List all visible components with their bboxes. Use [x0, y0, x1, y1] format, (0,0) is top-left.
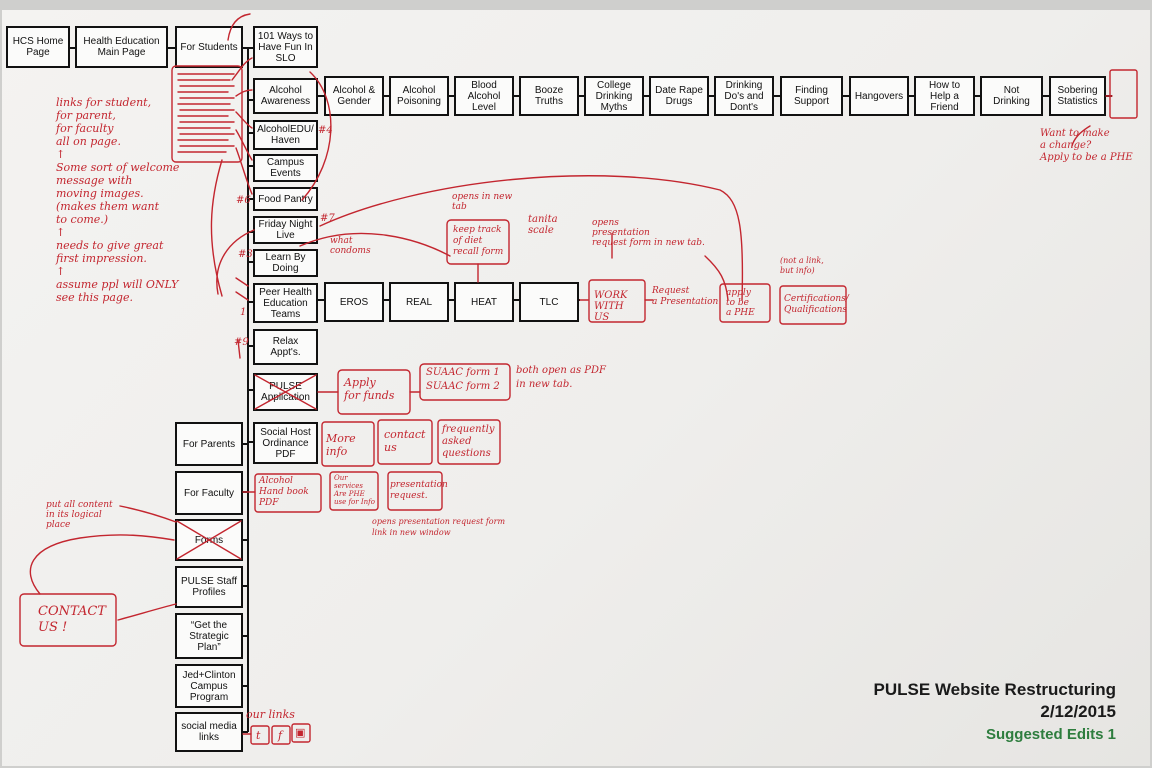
- annotation-num-6: #6: [236, 195, 251, 206]
- node-alcohol-gender: Alcohol & Gender: [324, 76, 384, 116]
- node-eros: EROS: [324, 282, 384, 322]
- annotation-opens-window: opens presentation request form link in …: [372, 517, 506, 537]
- annotation-faq: frequently asked questions: [442, 424, 495, 459]
- node-sobering-statistics: Sobering Statistics: [1049, 76, 1106, 116]
- node-social-host-ordinance: Social Host Ordinance PDF: [253, 422, 318, 464]
- annotation-contact-us-big: CONTACT US !: [38, 604, 106, 635]
- node-for-students: For Students: [175, 26, 243, 68]
- node-date-rape-drugs: Date Rape Drugs: [649, 76, 709, 116]
- annotation-num-1: 1: [240, 307, 247, 318]
- annotation-opens-new-tab: opens in new tab: [452, 192, 513, 212]
- annotation-what-condoms: what condoms: [330, 236, 371, 256]
- node-pulse-staff-profiles: PULSE Staff Profiles: [175, 566, 243, 608]
- title-suggested-edits: Suggested Edits 1: [985, 726, 1116, 743]
- node-alcohol-poisoning: Alcohol Poisoning: [389, 76, 449, 116]
- annotation-contact-us-small: contact us: [384, 428, 426, 454]
- node-health-education-main: Health Education Main Page: [75, 26, 168, 68]
- annotation-our-services: Our services Are PHE use for Info: [334, 474, 375, 506]
- twitter-icon: t: [256, 729, 261, 742]
- node-tlc: TLC: [519, 282, 579, 322]
- node-help-a-friend: How to Help a Friend: [914, 76, 975, 116]
- annotation-num-7: #7: [320, 213, 335, 224]
- annotation-work-with-us: WORK WITH US: [594, 290, 628, 323]
- annotation-num-3: #3: [238, 249, 253, 260]
- node-hangovers: Hangovers: [849, 76, 909, 116]
- instagram-icon: ▣: [295, 726, 306, 739]
- annotation-handbook: Alcohol Hand book PDF: [259, 476, 309, 508]
- node-alcoholedu-haven: AlcoholEDU/ Haven: [253, 120, 318, 150]
- title-block: PULSE Website Restructuring 2/12/2015 Su…: [776, 680, 1116, 743]
- annotation-tanita-scale: tanita scale: [528, 214, 558, 236]
- annotation-certifications: Certifications/ Qualifications: [784, 294, 849, 315]
- annotation-keep-track: keep track of diet recall form: [453, 225, 504, 257]
- annotation-our-links: our links: [246, 708, 295, 721]
- annotation-presentation-request: presentation request.: [390, 480, 448, 501]
- title-main: PULSE Website Restructuring: [873, 680, 1116, 699]
- node-hcs-home: HCS Home Page: [6, 26, 70, 68]
- title-date: 2/12/2015: [1040, 702, 1116, 721]
- annotation-more-info: More info: [326, 432, 356, 458]
- annotation-apply-phe: apply to be a PHE: [726, 288, 755, 318]
- annotation-left-notes: links for student, for parent, for facul…: [56, 96, 180, 304]
- annotation-request-presentation: Request a Presentation: [652, 286, 719, 307]
- node-real: REAL: [389, 282, 449, 322]
- node-jed-clinton: Jed+Clinton Campus Program: [175, 664, 243, 708]
- annotation-both-pdf: both open as PDF in new tab.: [516, 365, 606, 390]
- node-for-parents: For Parents: [175, 422, 243, 466]
- node-relax-appts: Relax Appt's.: [253, 329, 318, 365]
- annotation-apply-funds: Apply for funds: [344, 376, 395, 402]
- facebook-icon: f: [278, 729, 283, 742]
- node-alcohol-awareness: Alcohol Awareness: [253, 78, 318, 114]
- node-heat: HEAT: [454, 282, 514, 322]
- node-friday-night-live: Friday Night Live: [253, 216, 318, 244]
- annotation-not-link: (not a link, but info): [780, 256, 824, 275]
- annotation-suaac-forms: SUAAC form 1 SUAAC form 2: [426, 367, 500, 392]
- node-drinking-dos-donts: Drinking Do's and Dont's: [714, 76, 774, 116]
- node-finding-support: Finding Support: [780, 76, 843, 116]
- annotation-opens-presentation: opens presentation request form in new t…: [592, 218, 705, 248]
- node-college-drinking-myths: College Drinking Myths: [584, 76, 644, 116]
- node-social-media-links: social media links: [175, 712, 243, 752]
- node-food-pantry: Food Pantry: [253, 187, 318, 211]
- node-101-ways: 101 Ways to Have Fun In SLO: [253, 26, 318, 68]
- node-learn-by-doing: Learn By Doing: [253, 249, 318, 277]
- node-for-faculty: For Faculty: [175, 471, 243, 515]
- node-not-drinking: Not Drinking: [980, 76, 1043, 116]
- annotation-put-content: put all content in its logical place: [46, 500, 113, 530]
- annotation-num-9: #9: [234, 337, 249, 348]
- annotation-right-note: Want to make a change? Apply to be a PHE: [1040, 128, 1133, 163]
- node-peer-health-teams: Peer Health Education Teams: [253, 283, 318, 323]
- node-booze-truths: Booze Truths: [519, 76, 579, 116]
- annotation-num-4: #4: [318, 125, 333, 136]
- node-blood-alcohol-level: Blood Alcohol Level: [454, 76, 514, 116]
- node-campus-events: Campus Events: [253, 154, 318, 182]
- node-strategic-plan: “Get the Strategic Plan”: [175, 613, 243, 659]
